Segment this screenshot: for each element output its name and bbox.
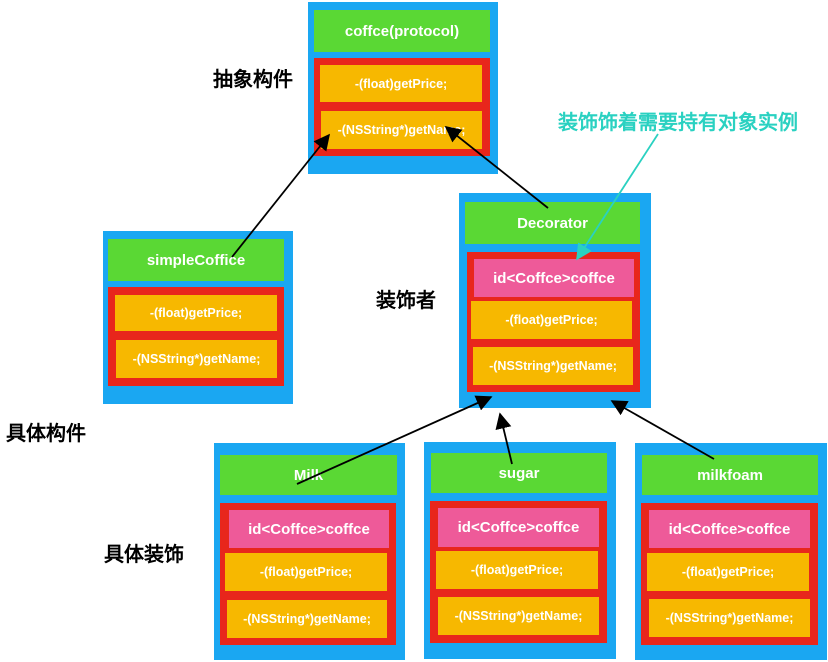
milkfoam-title: milkfoam: [642, 455, 818, 495]
arrow-decorator-to-protocol: [444, 125, 549, 209]
sugar-field: id<Coffce>coffce: [438, 508, 599, 547]
decorator-title: Decorator: [465, 202, 640, 244]
arrow-milk-to-decorator: [296, 395, 493, 485]
milk-title: Milk: [220, 455, 397, 495]
arrow-annotation-to-field: [576, 133, 659, 261]
arrow-sugar-to-decorator: [495, 412, 513, 465]
milk-method-name: -(NSString*)getName;: [227, 600, 387, 638]
concrete-component-label: 具体构件: [6, 421, 86, 445]
simple-coffice-method-price: -(float)getPrice;: [115, 295, 277, 331]
milkfoam-field: id<Coffce>coffce: [649, 510, 810, 548]
arrow-milkfoam-to-decorator: [610, 400, 715, 460]
abstract-component-label: 抽象构件: [213, 67, 293, 91]
milkfoam-method-price: -(float)getPrice;: [647, 553, 809, 591]
arrow-simple-to-protocol: [231, 133, 331, 258]
decorator-field: id<Coffce>coffce: [474, 259, 634, 297]
sugar-method-price: -(float)getPrice;: [436, 551, 598, 589]
concrete-decorators-label: 具体装饰: [104, 542, 184, 566]
decorator-label: 装饰者: [376, 288, 436, 312]
protocol-method-price: -(float)getPrice;: [320, 65, 482, 102]
decorator-method-price: -(float)getPrice;: [471, 301, 632, 339]
protocol-title: coffce(protocol): [314, 10, 490, 52]
simple-coffice-method-name: -(NSString*)getName;: [116, 340, 277, 378]
annotation-label: 装饰饰着需要持有对象实例: [558, 110, 798, 134]
simple-coffice-title: simpleCoffice: [108, 239, 284, 281]
sugar-title: sugar: [431, 453, 607, 493]
decorator-method-name: -(NSString*)getName;: [473, 347, 633, 385]
milkfoam-method-name: -(NSString*)getName;: [649, 599, 810, 637]
sugar-method-name: -(NSString*)getName;: [438, 597, 599, 635]
milk-field: id<Coffce>coffce: [229, 510, 389, 548]
milk-method-price: -(float)getPrice;: [225, 553, 387, 591]
